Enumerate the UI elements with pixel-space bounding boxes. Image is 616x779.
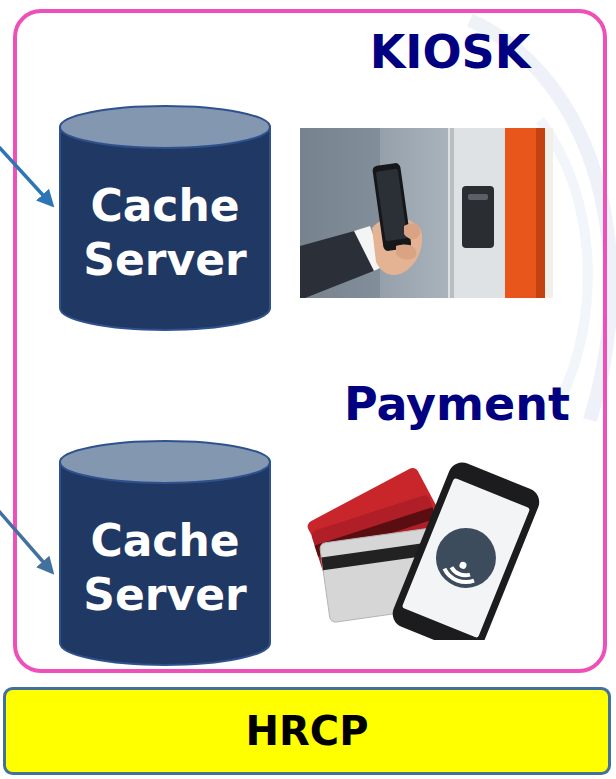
incoming-arrow: [0, 510, 52, 572]
bar-outline: [5, 689, 610, 774]
cylinder-top: [60, 441, 270, 483]
group-heading: Payment: [344, 378, 570, 431]
group-outline: [15, 11, 605, 671]
cylinder-body: [60, 462, 270, 665]
database-cylinder: Cache Server: [58, 440, 272, 665]
payment-photo: [290, 462, 553, 640]
cylinder-body: [60, 127, 270, 330]
system-bar: HRCP: [3, 687, 611, 775]
node-text: Cache Server: [72, 179, 258, 286]
group-heading: KIOSK: [370, 26, 531, 79]
node-text: HRCP: [246, 707, 369, 756]
kiosk-photo: [300, 128, 553, 298]
database-cylinder: Cache Server: [58, 105, 272, 330]
cylinder-top: [60, 106, 270, 148]
node-text: Cache Server: [72, 514, 258, 621]
incoming-arrow: [0, 146, 52, 205]
